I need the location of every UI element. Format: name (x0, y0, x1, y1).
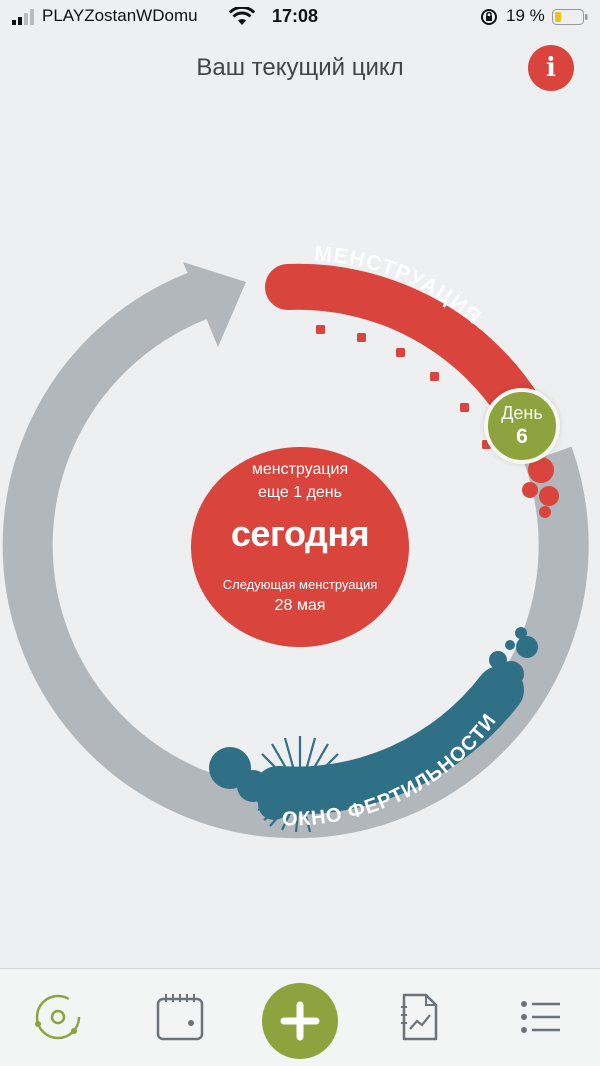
carrier-name: PLAYZostanWDomu (42, 6, 198, 25)
cycle-arrow-icon (183, 262, 246, 347)
cycle-tab[interactable] (32, 991, 84, 1043)
next-period-label: Следующая менструация (222, 577, 378, 592)
period-status-line1: менструация (251, 461, 349, 478)
signal-icon (12, 9, 34, 25)
battery-icon (552, 9, 588, 25)
day-number: 6 (516, 425, 528, 448)
page-title: Ваш текущий цикл (196, 54, 404, 81)
calendar-tab[interactable] (154, 991, 206, 1043)
notes-chart-icon (401, 993, 438, 1041)
menu-tab[interactable] (514, 991, 566, 1043)
menstruation-bubbles (522, 457, 559, 518)
bottom-tab-bar (0, 968, 600, 1066)
cycle-ring (2, 268, 589, 839)
today-summary[interactable]: менструация еще 1 день сегодня Следующая… (191, 447, 409, 647)
fertility-band[interactable] (254, 666, 524, 815)
menstruation-band[interactable] (265, 263, 540, 427)
day-label: День (501, 403, 543, 423)
battery-percent: 19 % (506, 6, 545, 25)
cycle-chart: МЕНСТРУАЦИЯ (2, 242, 589, 839)
cycle-icon (35, 994, 81, 1040)
rotation-lock-icon (481, 9, 497, 25)
menstruation-dots (316, 325, 491, 449)
period-status-line2: еще 1 день (258, 484, 342, 501)
plus-icon (280, 1001, 320, 1041)
wifi-icon (229, 7, 255, 25)
info-button[interactable]: i (528, 45, 574, 91)
notes-tab[interactable] (394, 991, 446, 1043)
calendar-icon (156, 994, 204, 1041)
status-time: 17:08 (272, 6, 319, 26)
current-day-badge[interactable]: День 6 (484, 388, 560, 464)
today-label: сегодня (230, 513, 370, 554)
next-period-date: 28 мая (274, 597, 326, 614)
list-icon (521, 1001, 560, 1033)
add-button[interactable] (262, 983, 338, 1059)
status-bar: PLAYZostanWDomu 17:08 19 % (0, 0, 600, 34)
